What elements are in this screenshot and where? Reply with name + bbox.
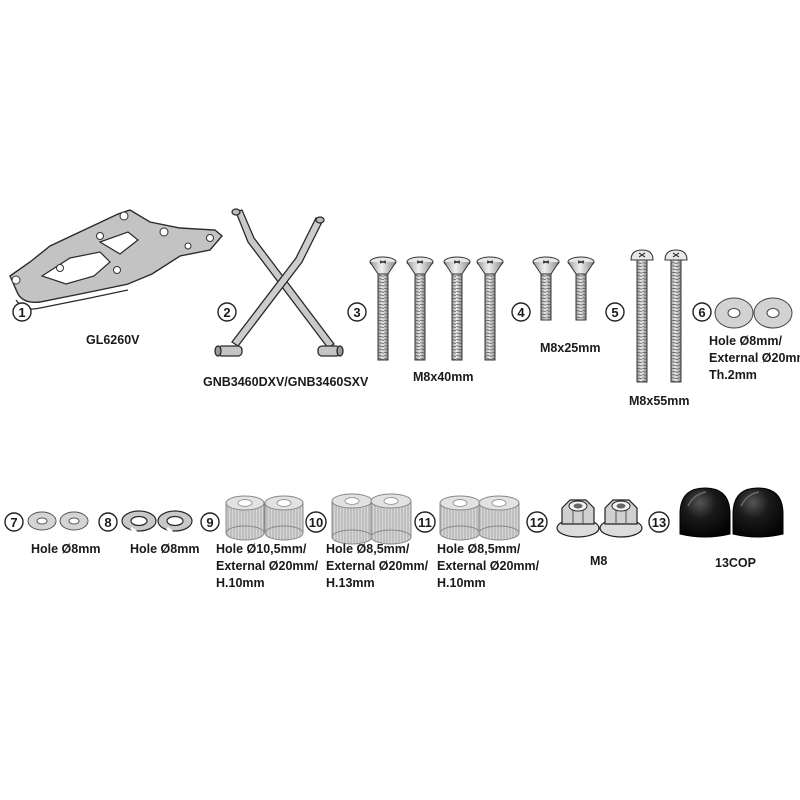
part-3-bolts-illustration xyxy=(369,256,504,361)
callout-13: 13 xyxy=(648,511,670,533)
bolt-m8x40-1 xyxy=(369,256,397,361)
bolt-m8x40-2 xyxy=(406,256,434,361)
svg-text:2: 2 xyxy=(223,305,230,320)
part-11-label-line-3: H.10mm xyxy=(437,576,486,590)
part-8-lock-washers-illustration xyxy=(121,510,193,534)
svg-text:3: 3 xyxy=(353,305,360,320)
callout-1: 1 xyxy=(12,302,32,322)
svg-text:1: 1 xyxy=(18,305,25,320)
part-10-label-line-1: Hole Ø8,5mm/ xyxy=(326,542,410,556)
part-6-label-line-1: Hole Ø8mm/ xyxy=(709,334,782,348)
part-2-label: GNB3460DXV/GNB3460SXV xyxy=(203,375,369,389)
callout-12: 12 xyxy=(526,511,548,533)
part-9-label-line-2: External Ø20mm/ xyxy=(216,559,319,573)
svg-text:6: 6 xyxy=(698,305,705,320)
bolt-m8x40-4 xyxy=(476,256,504,361)
part-11-spacers-illustration xyxy=(439,495,520,541)
bolt-m8x55-1 xyxy=(630,249,654,383)
spacer-10-2 xyxy=(370,493,412,545)
callout-4: 4 xyxy=(511,302,531,322)
flange-nut-1 xyxy=(556,499,600,538)
part-9-spacers-illustration xyxy=(225,495,304,541)
part-7-label: Hole Ø8mm xyxy=(31,542,100,556)
spacer-9-2 xyxy=(264,495,304,541)
spacer-10-1 xyxy=(331,493,373,545)
spacer-9-1 xyxy=(225,495,265,541)
svg-text:8: 8 xyxy=(104,515,111,530)
part-13-caps-illustration xyxy=(679,487,784,538)
part-4-label: M8x25mm xyxy=(540,341,600,355)
svg-text:9: 9 xyxy=(206,515,213,530)
callout-7: 7 xyxy=(4,512,24,532)
callout-5: 5 xyxy=(605,302,625,322)
part-7-washers-illustration xyxy=(27,511,89,531)
part-11-label-line-1: Hole Ø8,5mm/ xyxy=(437,542,521,556)
part-12-nuts-illustration xyxy=(556,499,643,538)
part-5-label: M8x55mm xyxy=(629,394,689,408)
part-11-label-line-2: External Ø20mm/ xyxy=(437,559,540,573)
part-6-washers-illustration xyxy=(714,297,793,329)
part-6-label-line-3: Th.2mm xyxy=(709,368,757,382)
svg-text:4: 4 xyxy=(517,305,525,320)
part-8-label: Hole Ø8mm xyxy=(130,542,199,556)
callout-11: 11 xyxy=(414,511,436,533)
part-9-label-line-3: H.10mm xyxy=(216,576,265,590)
callout-6: 6 xyxy=(692,302,712,322)
bolt-m8x25-2 xyxy=(567,256,595,321)
svg-text:10: 10 xyxy=(309,515,323,530)
part-6-label-line-2: External Ø20mm/ xyxy=(709,351,800,365)
part-9-label-line-1: Hole Ø10,5mm/ xyxy=(216,542,307,556)
spacer-11-1 xyxy=(439,495,481,541)
part-1-plate-illustration xyxy=(9,209,223,310)
part-12-label: M8 xyxy=(590,554,607,568)
part-13-label: 13COP xyxy=(715,556,756,570)
svg-text:12: 12 xyxy=(530,515,544,530)
spacer-11-2 xyxy=(478,495,520,541)
part-5-bolts-illustration xyxy=(630,249,688,383)
svg-text:13: 13 xyxy=(652,515,666,530)
part-1-label: GL6260V xyxy=(86,333,140,347)
part-10-label-line-3: H.13mm xyxy=(326,576,375,590)
part-4-bolts-illustration xyxy=(532,256,595,321)
flange-nut-2 xyxy=(599,499,643,538)
bolt-m8x40-3 xyxy=(443,256,471,361)
bolt-m8x25-1 xyxy=(532,256,560,321)
bolt-m8x55-2 xyxy=(664,249,688,383)
part-3-label: M8x40mm xyxy=(413,370,473,384)
callout-8: 8 xyxy=(98,512,118,532)
part-10-label-line-2: External Ø20mm/ xyxy=(326,559,429,573)
svg-text:5: 5 xyxy=(611,305,618,320)
part-10-spacers-illustration xyxy=(331,493,412,545)
callout-9: 9 xyxy=(200,512,220,532)
callout-2: 2 xyxy=(217,302,237,322)
svg-text:7: 7 xyxy=(10,515,17,530)
callout-3: 3 xyxy=(347,302,367,322)
svg-text:11: 11 xyxy=(418,515,432,530)
callout-10: 10 xyxy=(305,511,327,533)
part-2-rods-illustration xyxy=(214,208,344,357)
